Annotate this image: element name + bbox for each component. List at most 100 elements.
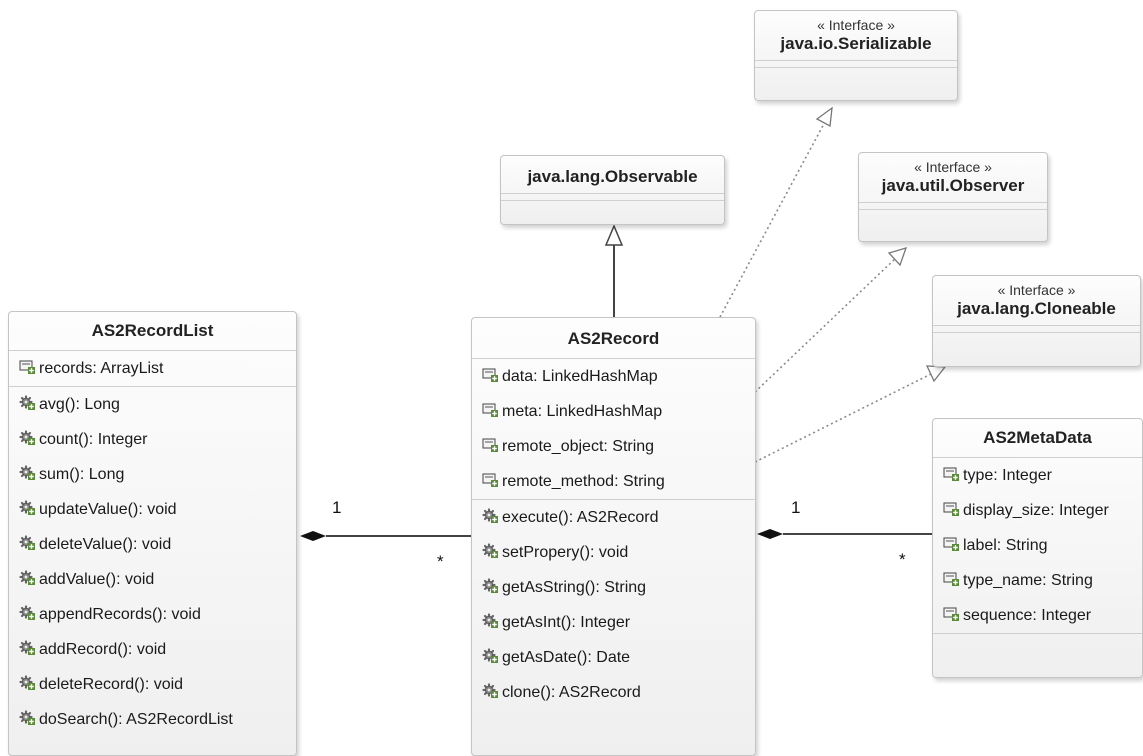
attribute-text: remote_object: String — [502, 438, 655, 455]
method-text: doSearch(): AS2RecordList — [39, 711, 233, 728]
attribute-text: data: LinkedHashMap — [502, 368, 658, 385]
class-header: « Interface » java.util.Observer — [859, 153, 1047, 202]
attribute-row[interactable]: meta: LinkedHashMap — [472, 394, 755, 429]
method-gear-icon — [19, 704, 37, 725]
multiplicity-record-end-right: 1 — [791, 498, 801, 517]
method-gear-icon — [482, 642, 500, 663]
attribute-row[interactable]: type_name: String — [933, 563, 1142, 598]
field-icon — [19, 353, 37, 374]
class-header: AS2MetaData — [933, 419, 1142, 457]
method-row[interactable]: addRecord(): void — [9, 632, 296, 667]
class-name: AS2MetaData — [983, 428, 1092, 447]
multiplicity-list-end: 1 — [332, 498, 342, 517]
attribute-text: type_name: String — [963, 572, 1093, 589]
method-gear-icon — [19, 564, 37, 585]
attribute-text: records: ArrayList — [39, 360, 164, 377]
method-row[interactable]: updateValue(): void — [9, 492, 296, 527]
attribute-section — [933, 325, 1140, 332]
attribute-text: display_size: Integer — [963, 502, 1109, 519]
class-box-serializable[interactable]: « Interface » java.io.Serializable — [754, 10, 958, 101]
class-header: « Interface » java.lang.Cloneable — [933, 276, 1140, 325]
method-gear-icon — [19, 459, 37, 480]
method-text: sum(): Long — [39, 466, 125, 483]
class-box-observer[interactable]: « Interface » java.util.Observer — [858, 152, 1048, 242]
method-gear-icon — [482, 677, 500, 698]
method-row[interactable]: deleteRecord(): void — [9, 667, 296, 702]
attribute-row[interactable]: display_size: Integer — [933, 493, 1142, 528]
method-text: addValue(): void — [39, 571, 155, 588]
attribute-text: sequence: Integer — [963, 607, 1092, 624]
field-icon — [943, 600, 961, 621]
method-row[interactable]: sum(): Long — [9, 457, 296, 492]
method-gear-icon — [19, 634, 37, 655]
multiplicity-record-end-left: * — [437, 552, 444, 571]
realization-observer-arrowhead — [887, 247, 908, 267]
field-icon — [482, 466, 500, 487]
method-gear-icon — [19, 389, 37, 410]
method-gear-icon — [19, 529, 37, 550]
class-box-as2record[interactable]: AS2Record data: LinkedHashMap meta: Link… — [471, 317, 756, 756]
attribute-row[interactable]: data: LinkedHashMap — [472, 359, 755, 394]
method-gear-icon — [19, 669, 37, 690]
method-row[interactable]: execute(): AS2Record — [472, 500, 755, 535]
field-icon — [943, 565, 961, 586]
realization-serializable-arrowhead — [815, 106, 833, 128]
method-text: updateValue(): void — [39, 501, 177, 518]
method-text: count(): Integer — [39, 431, 148, 448]
method-row[interactable]: getAsString(): String — [472, 570, 755, 605]
generalization-arrowhead — [604, 224, 624, 246]
class-box-observable[interactable]: java.lang.Observable — [500, 155, 725, 225]
class-name: java.util.Observer — [881, 176, 1025, 195]
field-icon — [943, 530, 961, 551]
attribute-section — [755, 60, 957, 67]
class-name: AS2Record — [567, 329, 660, 348]
method-text: getAsDate(): Date — [502, 649, 631, 666]
method-text: execute(): AS2Record — [502, 509, 659, 526]
attribute-section — [501, 193, 724, 200]
attribute-row[interactable]: remote_method: String — [472, 464, 755, 499]
method-row[interactable]: avg(): Long — [9, 387, 296, 422]
attribute-text: type: Integer — [963, 467, 1052, 484]
attribute-row[interactable]: records: ArrayList — [9, 351, 296, 386]
method-text: addRecord(): void — [39, 641, 167, 658]
method-row[interactable]: deleteValue(): void — [9, 527, 296, 562]
class-name: java.io.Serializable — [780, 34, 932, 53]
method-text: deleteRecord(): void — [39, 676, 184, 693]
class-header: AS2Record — [472, 318, 755, 358]
method-section — [933, 332, 1140, 339]
composition-meta-diamond — [757, 529, 783, 539]
method-section — [933, 633, 1142, 640]
method-row[interactable]: getAsDate(): Date — [472, 640, 755, 675]
class-box-as2metadata[interactable]: AS2MetaData type: Integer display_size: … — [932, 418, 1143, 678]
method-row[interactable]: addValue(): void — [9, 562, 296, 597]
multiplicity-meta-end: * — [899, 550, 906, 569]
stereotype-label: « Interface » — [997, 282, 1076, 298]
method-section: execute(): AS2Record setPropery(): void … — [472, 499, 755, 710]
method-row[interactable]: setPropery(): void — [472, 535, 755, 570]
method-row[interactable]: clone(): AS2Record — [472, 675, 755, 710]
class-box-cloneable[interactable]: « Interface » java.lang.Cloneable — [932, 275, 1141, 367]
method-gear-icon — [19, 424, 37, 445]
attribute-row[interactable]: type: Integer — [933, 458, 1142, 493]
method-row[interactable]: doSearch(): AS2RecordList — [9, 702, 296, 737]
attribute-text: label: String — [963, 537, 1048, 554]
method-gear-icon — [19, 494, 37, 515]
method-gear-icon — [482, 537, 500, 558]
attribute-text: meta: LinkedHashMap — [502, 403, 663, 420]
class-name: java.lang.Cloneable — [957, 299, 1116, 318]
method-section — [755, 67, 957, 74]
method-row[interactable]: appendRecords(): void — [9, 597, 296, 632]
method-row[interactable]: count(): Integer — [9, 422, 296, 457]
method-text: appendRecords(): void — [39, 606, 201, 623]
class-box-as2recordlist[interactable]: AS2RecordList records: ArrayList avg(): … — [8, 311, 297, 756]
attribute-row[interactable]: sequence: Integer — [933, 598, 1142, 633]
class-header: AS2RecordList — [9, 312, 296, 350]
attribute-row[interactable]: remote_object: String — [472, 429, 755, 464]
attribute-row[interactable]: label: String — [933, 528, 1142, 563]
composition-list-diamond — [300, 531, 326, 541]
method-row[interactable]: getAsInt(): Integer — [472, 605, 755, 640]
method-gear-icon — [482, 572, 500, 593]
method-section: avg(): Long count(): Integer sum(): Long… — [9, 386, 296, 737]
attribute-section — [859, 202, 1047, 209]
method-text: deleteValue(): void — [39, 536, 172, 553]
